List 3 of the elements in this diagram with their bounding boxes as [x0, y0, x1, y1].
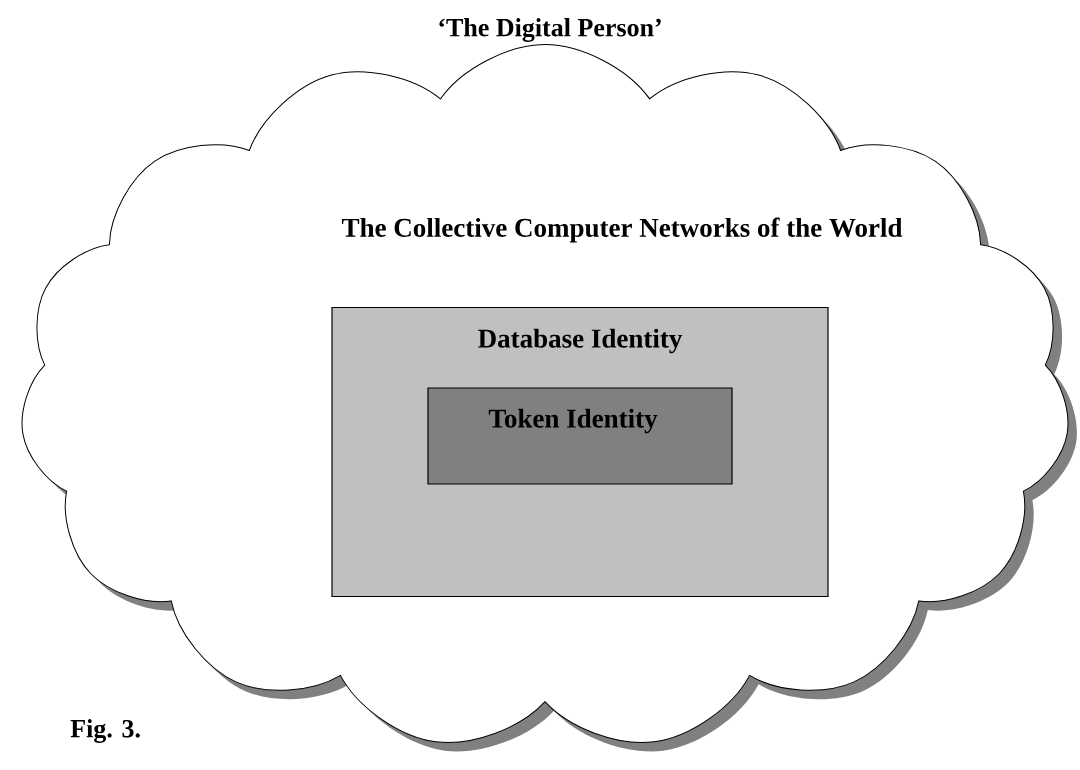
token-box: Token Identity	[427, 387, 733, 485]
title: ‘The Digital Person’	[439, 18, 661, 42]
caption: Fig. 3.	[70, 719, 140, 743]
